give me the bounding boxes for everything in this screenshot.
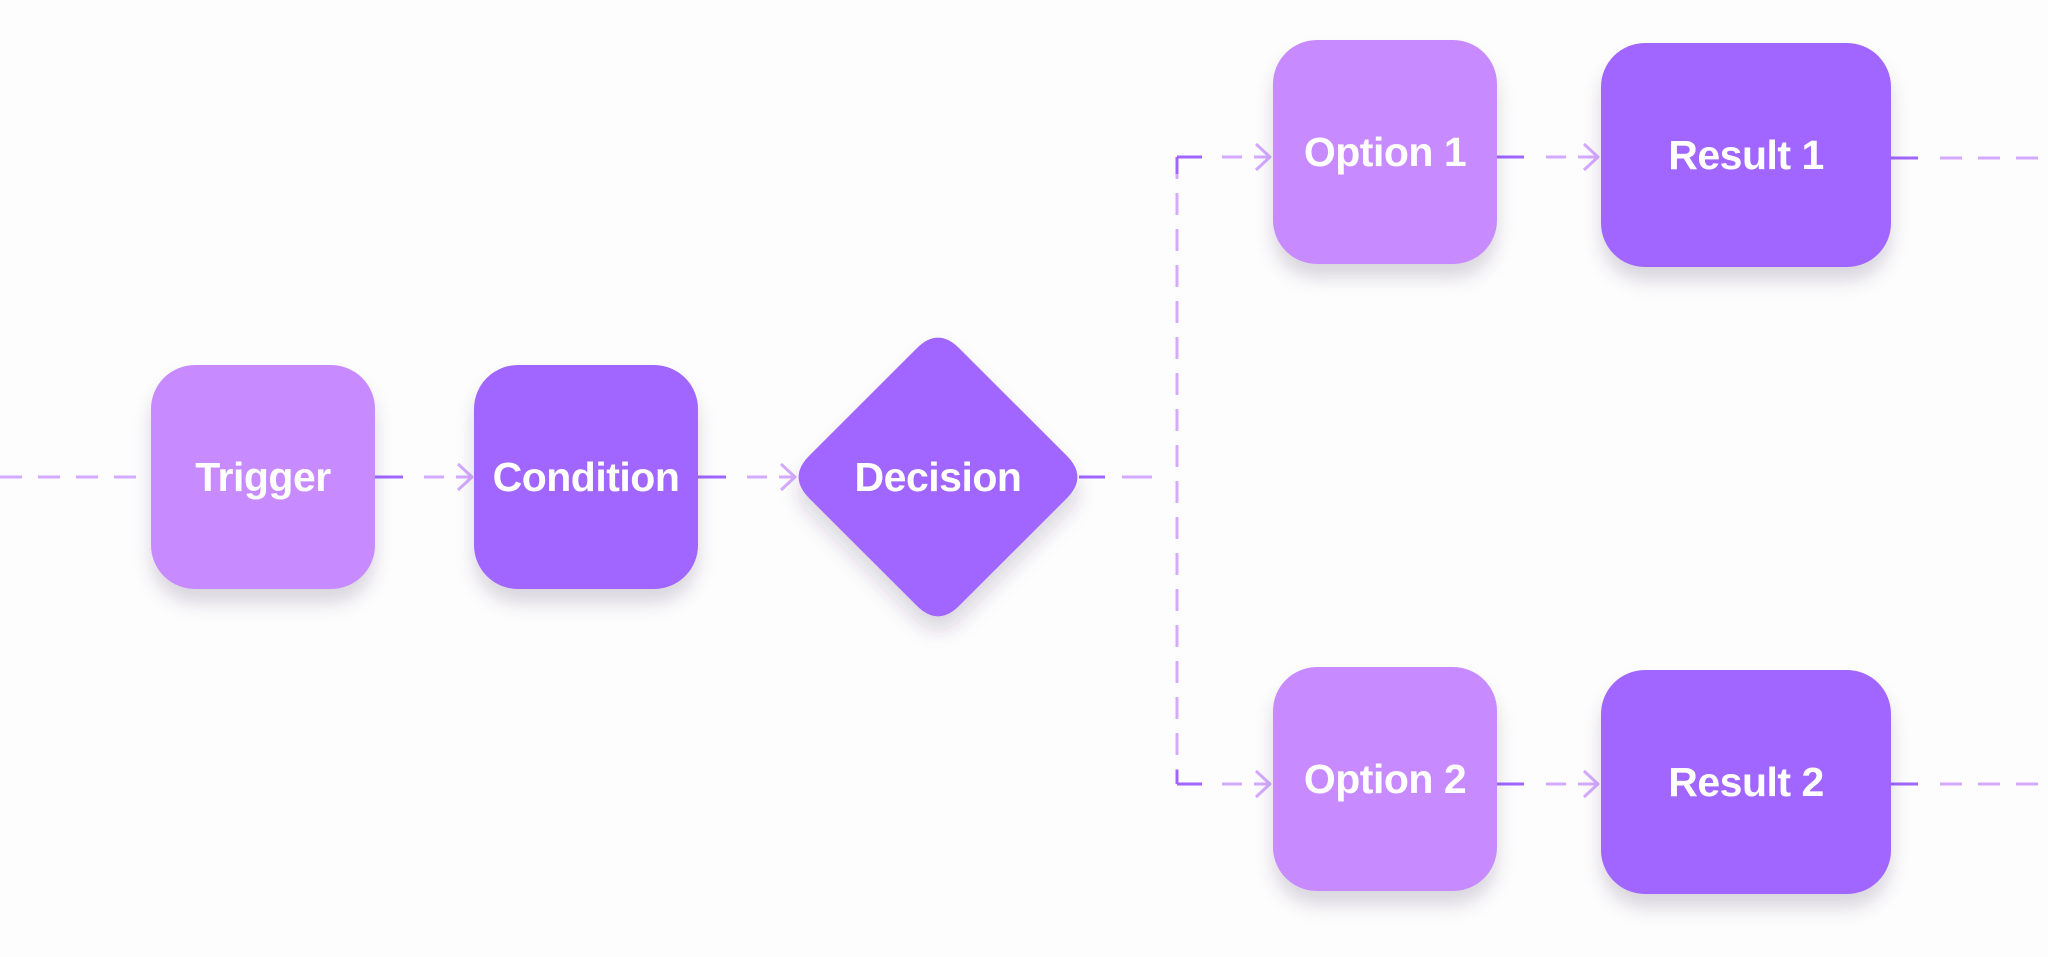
decision-node-label: Decision bbox=[854, 453, 1022, 500]
result-1-node[interactable]: Result 1 bbox=[1601, 43, 1891, 267]
option-1-node[interactable]: Option 1 bbox=[1273, 40, 1497, 264]
result-1-node-label: Result 1 bbox=[1668, 131, 1824, 178]
decision-node[interactable]: Decision bbox=[797, 336, 1079, 618]
option-2-node-label: Option 2 bbox=[1303, 755, 1467, 802]
arrowhead-icon bbox=[1254, 769, 1272, 799]
arrowhead-icon bbox=[456, 462, 474, 492]
decision-diamond-shape bbox=[798, 337, 1078, 617]
connector-decision-option2 bbox=[1177, 769, 1272, 799]
arrowhead-icon bbox=[1582, 769, 1600, 799]
option-2-node[interactable]: Option 2 bbox=[1273, 667, 1497, 891]
result-2-node[interactable]: Result 2 bbox=[1601, 670, 1891, 894]
arrowhead-icon bbox=[779, 462, 797, 492]
condition-node-label: Condition bbox=[492, 453, 680, 500]
connector-option2-result2 bbox=[1497, 769, 1600, 799]
trigger-node-label: Trigger bbox=[195, 453, 331, 500]
arrowhead-icon bbox=[1582, 142, 1600, 172]
option-1-node-label: Option 1 bbox=[1303, 128, 1467, 175]
connector-decision-option1 bbox=[1177, 142, 1272, 172]
trigger-node[interactable]: Trigger bbox=[151, 365, 375, 589]
connector-decision-branch bbox=[1079, 157, 1179, 784]
connector-option1-result1 bbox=[1497, 142, 1600, 172]
connector-condition-decision bbox=[698, 462, 797, 492]
arrowhead-icon bbox=[1254, 142, 1272, 172]
result-2-node-label: Result 2 bbox=[1668, 758, 1824, 805]
connector-trigger-condition bbox=[375, 462, 474, 492]
condition-node[interactable]: Condition bbox=[474, 365, 698, 589]
